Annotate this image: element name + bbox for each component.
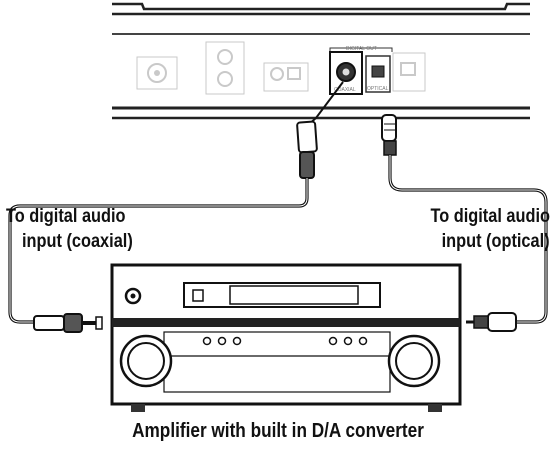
left-buttons [202, 336, 242, 346]
faded-audio-out-jacks [205, 41, 245, 95]
amplifier-caption: Amplifier with built in D/A converter [132, 420, 424, 442]
coaxial-cable [8, 81, 344, 333]
coaxial-jack-label: COAXIAL [334, 87, 356, 93]
left-volume-knob [119, 334, 173, 388]
optical-label-line1: To digital audio [430, 206, 550, 227]
right-volume-knob [387, 334, 441, 388]
faded-right-jack [392, 52, 426, 92]
digital-out-group: DIGITAL OUT COAXIAL OPTICAL [329, 46, 393, 95]
coaxial-label-line2: input (coaxial) [22, 231, 133, 252]
faded-video-jacks [263, 62, 309, 92]
faded-antenna-jack [136, 56, 178, 90]
player-rear-panel: DIGITAL OUT COAXIAL OPTICAL [112, 2, 530, 120]
optical-cable [381, 114, 548, 332]
right-buttons [328, 336, 368, 346]
coaxial-label-line1: To digital audio [6, 206, 126, 227]
optical-label-line2: input (optical) [441, 231, 550, 252]
digital-out-label: DIGITAL OUT [346, 46, 377, 52]
amplifier [110, 263, 462, 412]
optical-jack-label: OPTICAL [367, 86, 389, 92]
display-window [229, 285, 359, 305]
